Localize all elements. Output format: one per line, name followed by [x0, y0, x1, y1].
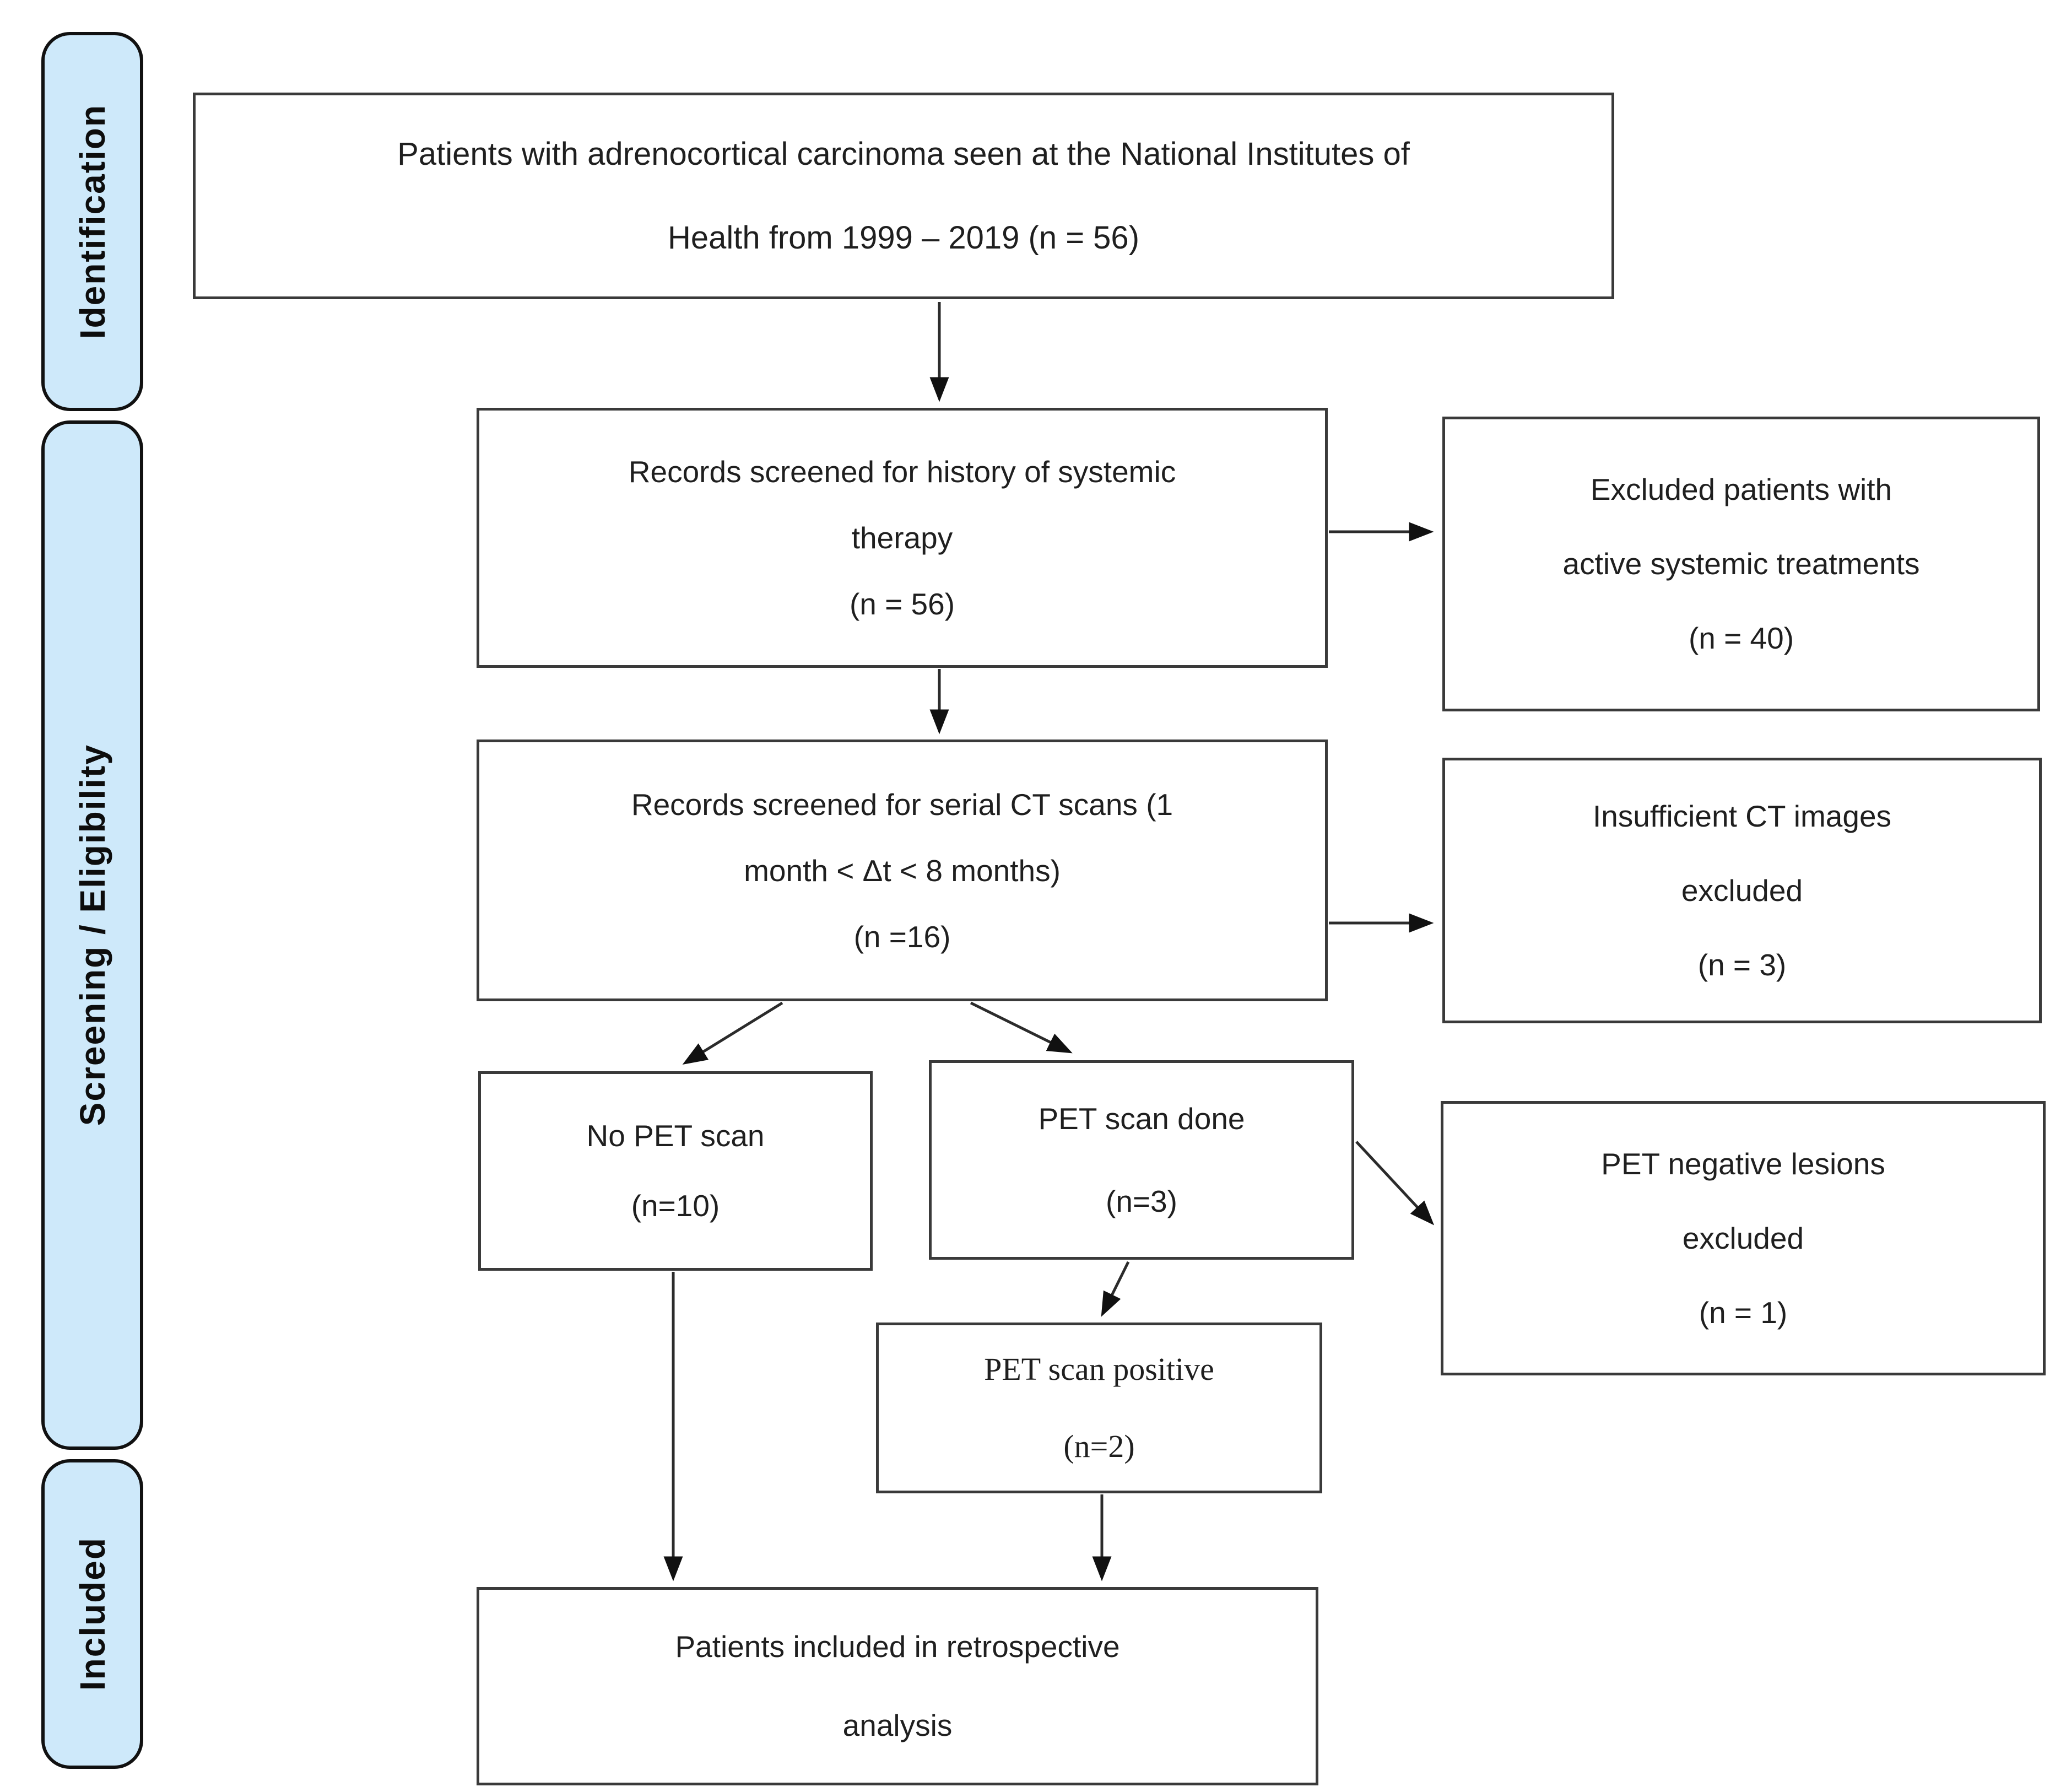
box-source-patients-line-1: Patients with adrenocortical carcinoma s…	[397, 136, 1410, 172]
box-excluded-active-treatments-line-1: Excluded patients with	[1590, 472, 1892, 506]
box-pet-negative-excluded-count: (n = 1)	[1699, 1295, 1788, 1330]
box-excluded-active-treatments: Excluded patients with active systemic t…	[1442, 417, 2040, 711]
box-insufficient-ct-excluded-line-1: Insufficient CT images	[1592, 798, 1892, 833]
box-pet-negative-excluded-line-1: PET negative lesions	[1601, 1146, 1885, 1181]
box-records-screened-history: Records screened for history of systemic…	[477, 408, 1328, 668]
arrow-pet-done-to-pet-positive	[1101, 1261, 1130, 1317]
box-pet-scan-done-line-1: PET scan done	[1038, 1102, 1245, 1136]
sidebar-stage-included: Included	[41, 1459, 143, 1769]
box-pet-scan-done: PET scan done (n=3)	[929, 1060, 1354, 1260]
box-records-screened-history-count: (n = 56)	[849, 587, 955, 621]
sidebar-stage-screening-eligibility: Screening / Eligibility	[41, 420, 143, 1450]
box-insufficient-ct-excluded-line-2: excluded	[1681, 873, 1803, 908]
box-excluded-active-treatments-count: (n = 40)	[1688, 621, 1794, 655]
arrow-pet-done-to-pet-negative	[1355, 1141, 1435, 1226]
box-pet-scan-positive-line-1: PET scan positive	[984, 1351, 1214, 1387]
box-records-screened-ct-line-2: month < Δt < 8 months)	[744, 853, 1061, 888]
box-pet-negative-excluded-line-2: excluded	[1682, 1221, 1804, 1255]
sidebar-stage-screening-eligibility-label: Screening / Eligibility	[72, 744, 112, 1126]
sidebar-stage-included-label: Included	[72, 1537, 112, 1691]
box-pet-scan-positive: PET scan positive (n=2)	[876, 1323, 1322, 1493]
box-no-pet-scan: No PET scan (n=10)	[478, 1071, 873, 1271]
arrow-screened-ct-to-pet-done	[970, 1001, 1073, 1054]
box-records-screened-ct-line-1: Records screened for serial CT scans (1	[631, 787, 1173, 822]
box-pet-negative-excluded: PET negative lesions excluded (n = 1)	[1441, 1101, 2046, 1375]
sidebar-stage-identification-label: Identification	[72, 104, 112, 339]
arrow-screened-ct-to-no-pet	[682, 1001, 783, 1065]
box-records-screened-history-line-2: therapy	[851, 521, 953, 555]
box-excluded-active-treatments-line-2: active systemic treatments	[1562, 547, 1920, 581]
box-records-screened-history-line-1: Records screened for history of systemic	[628, 455, 1176, 489]
box-no-pet-scan-line-1: No PET scan	[586, 1119, 765, 1153]
box-records-screened-ct-count: (n =16)	[853, 919, 951, 954]
box-source-patients-line-2: Health from 1999 – 2019 (n = 56)	[667, 219, 1140, 256]
box-insufficient-ct-excluded-count: (n = 3)	[1697, 947, 1787, 982]
box-insufficient-ct-excluded: Insufficient CT images excluded (n = 3)	[1442, 758, 2042, 1023]
box-included-retrospective-line-2: analysis	[842, 1708, 953, 1742]
box-included-retrospective: Patients included in retrospective analy…	[477, 1587, 1318, 1785]
box-source-patients: Patients with adrenocortical carcinoma s…	[193, 93, 1614, 299]
sidebar-stage-identification: Identification	[41, 32, 143, 411]
box-pet-scan-positive-count: (n=2)	[1063, 1428, 1135, 1464]
box-pet-scan-done-count: (n=3)	[1106, 1184, 1177, 1218]
box-included-retrospective-line-1: Patients included in retrospective	[675, 1629, 1120, 1664]
box-records-screened-ct: Records screened for serial CT scans (1 …	[477, 740, 1328, 1001]
box-no-pet-scan-count: (n=10)	[631, 1189, 720, 1223]
